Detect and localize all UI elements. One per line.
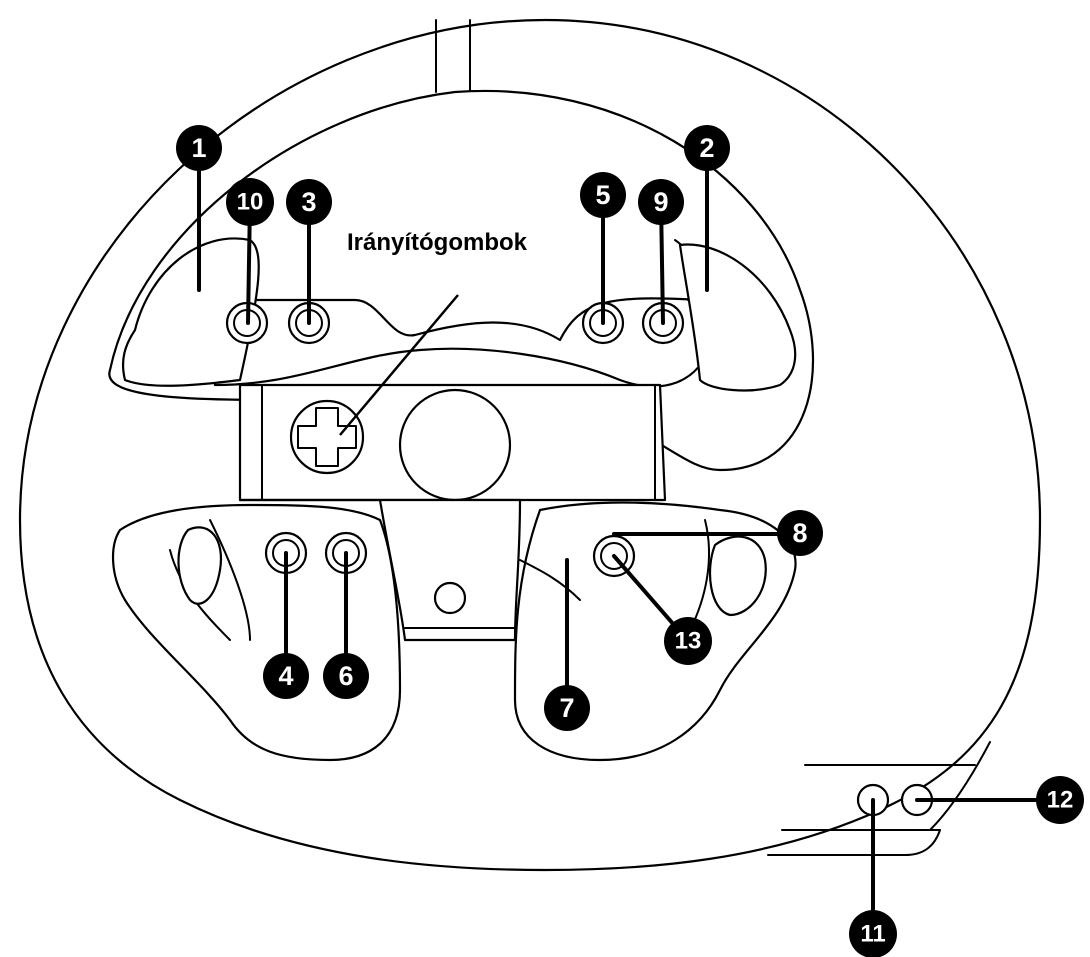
svg-text:11: 11	[860, 921, 885, 948]
svg-text:7: 7	[559, 693, 574, 723]
small-hole	[433, 581, 467, 615]
svg-text:2: 2	[699, 133, 714, 163]
badge-12: 12	[1036, 776, 1084, 824]
badge-10: 10	[226, 178, 274, 226]
button-3[interactable]	[287, 301, 331, 345]
grip-right-contour-2	[519, 559, 581, 601]
badge-8: 8	[777, 510, 823, 556]
dpad-label: Irányítógombok	[347, 229, 528, 256]
svg-text:3: 3	[301, 187, 316, 217]
badge-5: 5	[580, 172, 626, 218]
badge-4: 4	[263, 653, 309, 699]
badge-1: 1	[176, 125, 222, 171]
leader-dpad	[339, 294, 459, 436]
svg-text:9: 9	[653, 187, 668, 217]
svg-text:12: 12	[1047, 787, 1074, 814]
badge-9: 9	[638, 179, 684, 225]
button-5[interactable]	[581, 301, 625, 345]
badge-6: 6	[323, 653, 369, 699]
svg-text:5: 5	[595, 180, 610, 210]
dpad[interactable]	[289, 399, 365, 475]
badge-3: 3	[286, 179, 332, 225]
svg-text:10: 10	[237, 189, 264, 216]
center-hub	[398, 388, 512, 502]
grip-left-insert	[177, 526, 223, 605]
svg-text:8: 8	[792, 518, 807, 548]
badge-13: 13	[664, 617, 712, 665]
badge-7: 7	[544, 685, 590, 731]
svg-text:4: 4	[278, 661, 293, 691]
svg-text:13: 13	[675, 628, 702, 655]
svg-text:1: 1	[191, 133, 206, 163]
badge-2: 2	[684, 125, 730, 171]
grip-right-insert	[708, 535, 767, 617]
svg-text:6: 6	[338, 661, 353, 691]
grip-left-contour	[209, 519, 251, 641]
badge-11: 11	[849, 910, 897, 957]
